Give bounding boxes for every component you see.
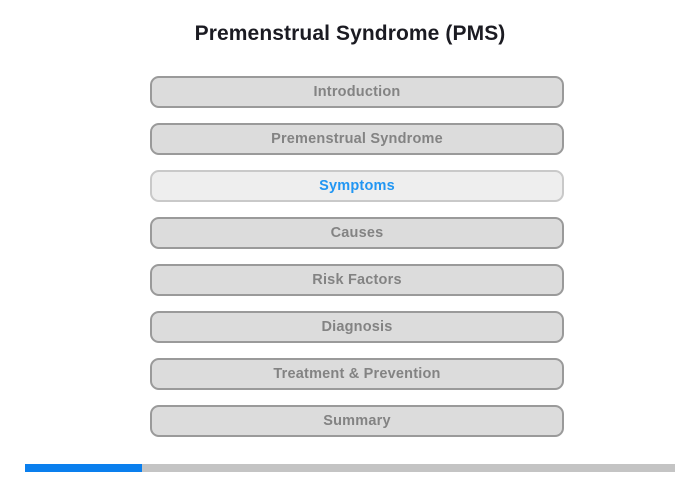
nav-button-causes[interactable]: Causes — [150, 217, 564, 249]
nav-button-diagnosis[interactable]: Diagnosis — [150, 311, 564, 343]
nav-button-risk-factors[interactable]: Risk Factors — [150, 264, 564, 296]
page-title: Premenstrual Syndrome (PMS) — [194, 22, 506, 46]
nav-button-introduction[interactable]: Introduction — [150, 76, 564, 108]
progress-bar-fill — [25, 464, 142, 472]
nav-button-treatment-and-prevention[interactable]: Treatment & Prevention — [150, 358, 564, 390]
nav-button-premenstrual-syndrome[interactable]: Premenstrual Syndrome — [150, 123, 564, 155]
progress-bar-track[interactable] — [25, 464, 675, 472]
nav-button-summary[interactable]: Summary — [150, 405, 564, 437]
nav-button-symptoms[interactable]: Symptoms — [150, 170, 564, 202]
